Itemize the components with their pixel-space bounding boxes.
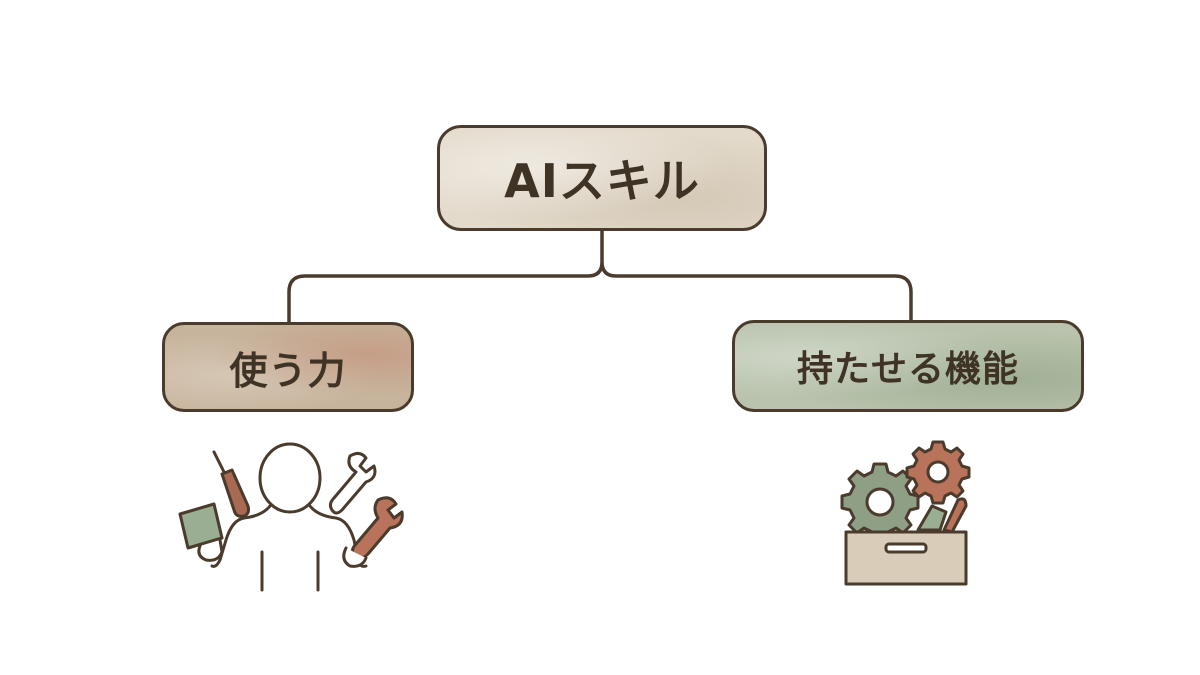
branch-node-use-label: 使う力 (229, 348, 347, 393)
root-node-label: AIスキル (504, 154, 700, 208)
branch-node-give: 持たせる機能 (732, 320, 1084, 412)
person-head-icon (258, 442, 322, 514)
rust-wrench-icon (342, 496, 404, 568)
toolbox-icon (844, 530, 968, 586)
connector-lines (287, 229, 913, 324)
toolbox-wrench-icon (942, 497, 968, 534)
card-icon (178, 502, 224, 562)
branch-node-use: 使う力 (162, 322, 414, 412)
toolbox-tools-icon (916, 504, 948, 532)
branch-node-give-label: 持たせる機能 (796, 349, 1019, 390)
rust-gear-icon (905, 440, 971, 505)
person-body-icon (210, 504, 368, 592)
wrench-icon (328, 451, 377, 515)
root-node-ai-skill: AIスキル (437, 125, 767, 231)
screwdriver-icon (212, 450, 250, 518)
